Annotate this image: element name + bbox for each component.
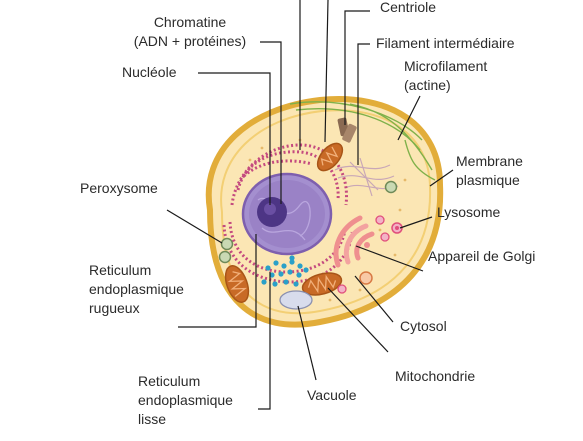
mitochondrie-label: Mitochondrie [395,368,476,384]
nucleus [241,172,333,256]
smooth-er-label-line3: lisse [138,411,167,427]
nucleolus [257,197,287,227]
chromatine-label-line2: (ADN + protéines) [133,33,247,49]
cytosol-label: Cytosol [400,318,447,334]
golgi-apparatus [333,215,375,268]
rough-er-label-line1: Reticulum [89,262,152,278]
lysosome-label: Lysosome [437,204,501,220]
leader-lines [166,0,454,410]
peroxisomes [218,180,398,264]
microfilament-label-line1: Microfilament [404,58,488,74]
membrane-label-line2: plasmique [456,172,520,188]
nucleole-label: Nucléole [122,64,177,80]
chromatine-label-line1: Chromatine [153,14,227,30]
golgi-label: Appareil de Golgi [428,248,536,264]
microfilament-label-line2: (actine) [404,77,451,93]
rough-er-label-line3: rugueux [89,300,140,316]
rough-er-label-line2: endoplasmique [89,281,184,297]
centrioles [337,117,357,143]
vacuole-label: Vacuole [307,387,357,403]
centriole-label: Centriole [380,0,437,15]
mitochondria [224,142,344,303]
rough-er-label: Reticulum endoplasmique rugueux [89,261,184,318]
intermediate-filaments [334,157,399,197]
lysosomes [337,215,403,294]
filament-intermediaire-label: Filament intermédiaire [376,35,515,51]
smooth-er [261,255,309,287]
membrane-label-line1: Membrane [456,153,523,169]
chromatine-label: Chromatine (ADN + protéines) [120,13,260,51]
smooth-er-label-line2: endoplasmique [138,392,233,408]
rough-er [222,143,354,284]
peroxysome-label: Peroxysome [80,180,158,196]
vesicle [359,271,373,285]
microfilament-label: Microfilament (actine) [404,57,487,95]
smooth-er-label: Reticulum endoplasmique lisse [138,372,233,429]
vacuole [279,290,313,310]
membrane-label: Membrane plasmique [456,152,523,190]
microfilaments [289,101,436,181]
smooth-er-label-line1: Reticulum [138,373,201,389]
